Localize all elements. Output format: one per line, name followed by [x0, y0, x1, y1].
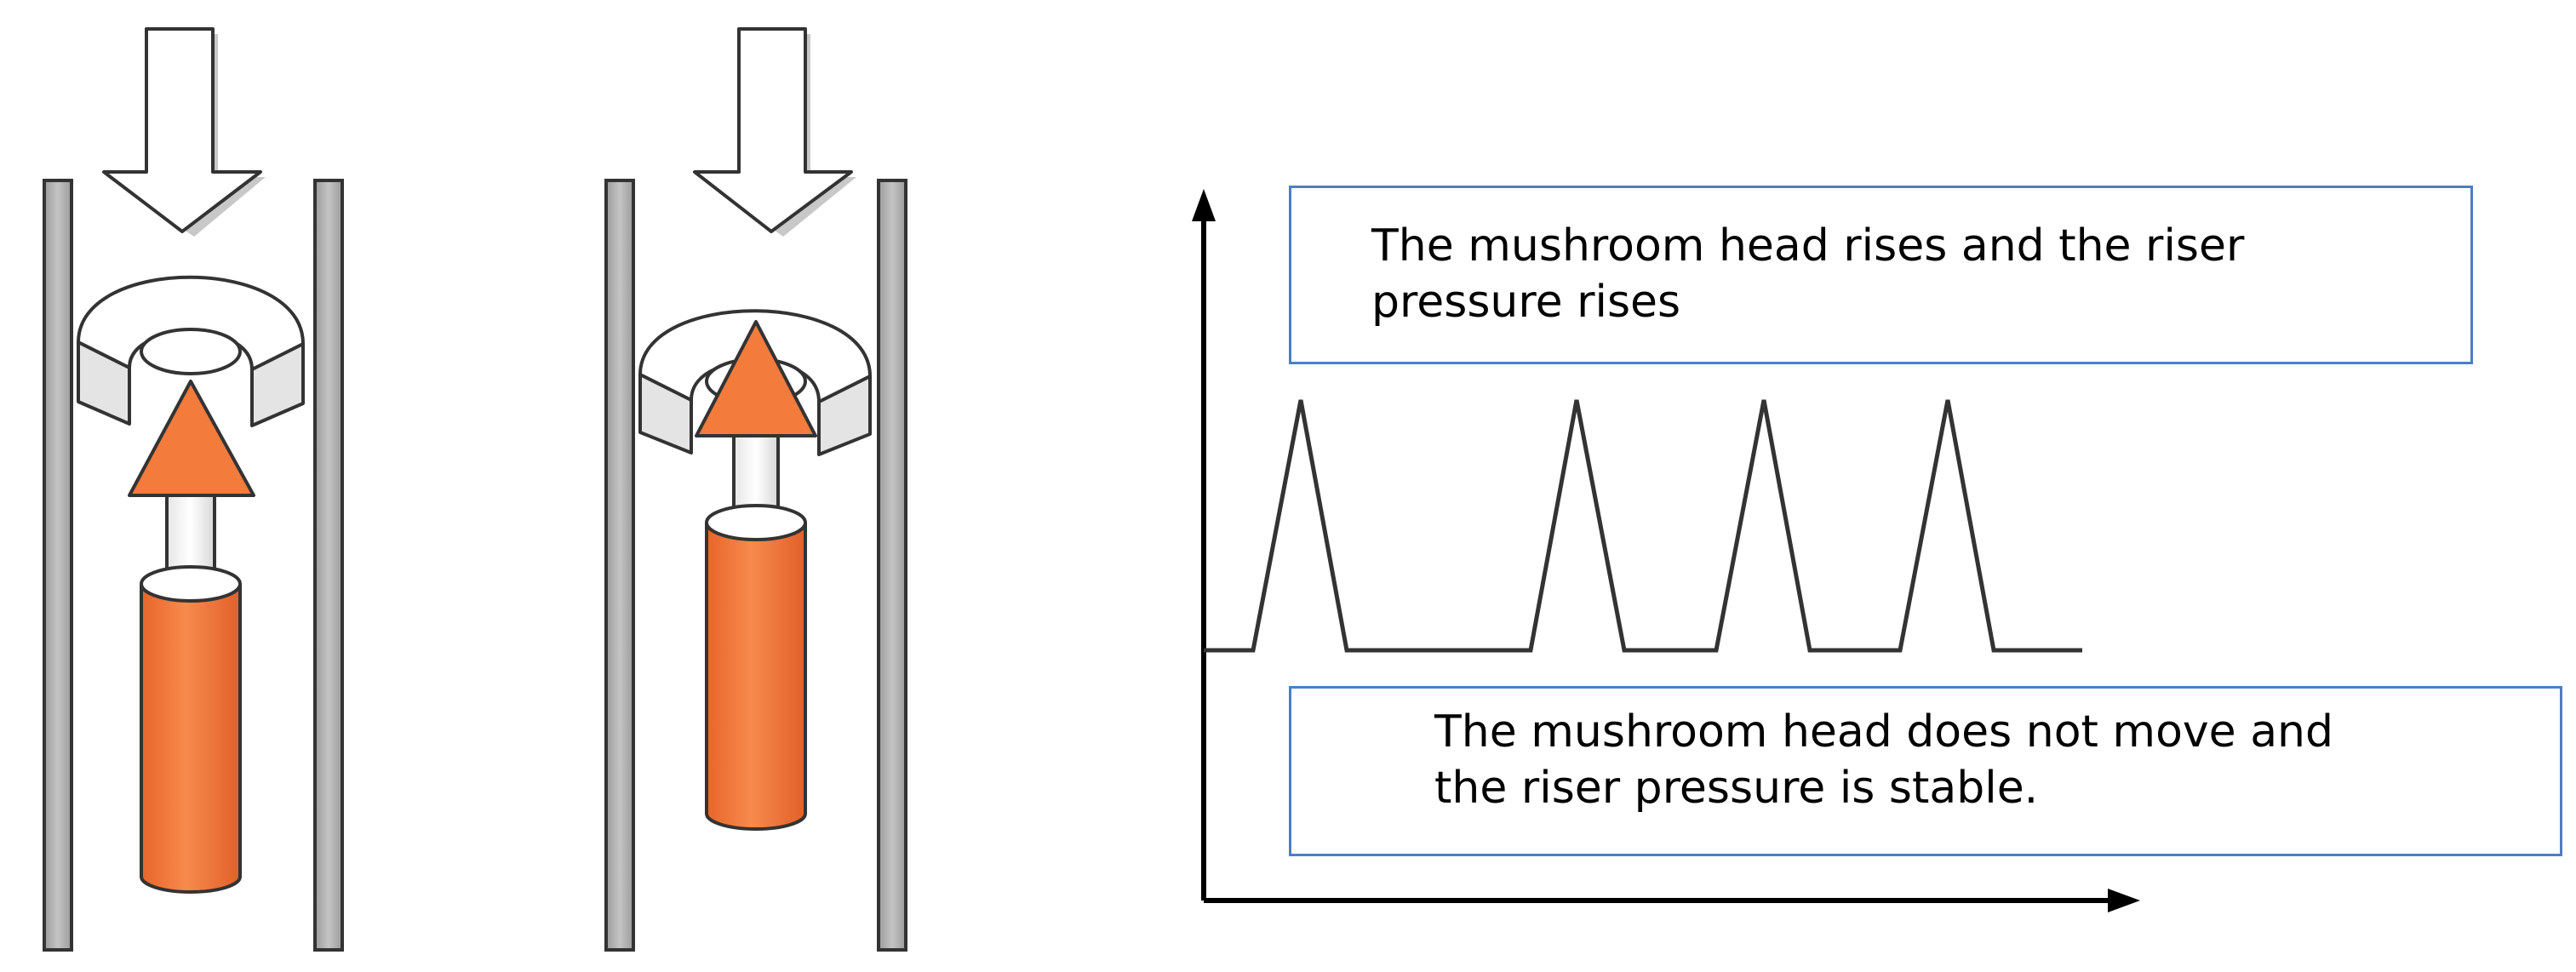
riser-wall-right: [313, 179, 344, 952]
callout-head-stable-line-1: The mushroom head does not move and: [1434, 706, 2334, 758]
riser-wall-right: [877, 179, 907, 952]
down-arrow-icon: [102, 27, 266, 237]
piston-cylinder: [705, 504, 807, 831]
callout-head-stable-line-2: the riser pressure is stable.: [1434, 762, 2039, 814]
callout-head-stable: The mushroom head does not move and the …: [1289, 686, 2562, 856]
x-axis-arrow-icon: [2108, 889, 2140, 912]
mushroom-head: [77, 275, 305, 427]
y-axis-arrow-icon: [1192, 189, 1216, 221]
down-arrow-icon: [693, 27, 856, 237]
riser-state-2: [604, 27, 907, 952]
callout-head-rises-line-1: The mushroom head rises and the riser: [1371, 220, 2245, 272]
riser-wall-left: [604, 179, 635, 952]
piston-cylinder: [140, 565, 242, 894]
flow-arrow-up-icon: [128, 380, 255, 497]
pressure-plot: [1192, 189, 2140, 912]
riser-state-1: [43, 27, 344, 952]
pressure-trace: [1204, 399, 2082, 653]
callout-head-rises-line-2: pressure rises: [1371, 276, 1681, 328]
callout-head-rises: The mushroom head rises and the riser pr…: [1289, 186, 2473, 364]
riser-wall-left: [43, 179, 73, 952]
